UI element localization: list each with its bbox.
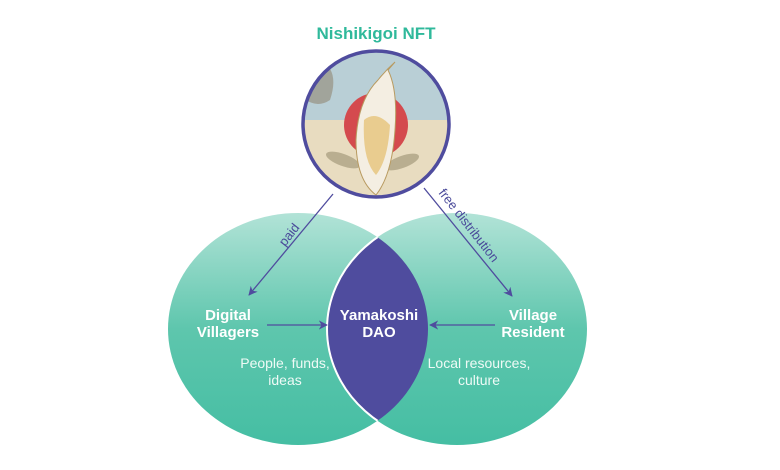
yamakoshi-dao-label-2: DAO [362,324,396,341]
digital-villagers-label-2: Villagers [197,324,259,341]
free-distribution-arrow [423,187,513,297]
diagram-title: Nishikigoi NFT [317,24,437,43]
digital-villagers-desc-1: People, funds, [240,355,330,371]
nishikigoi-nft-image [301,49,451,199]
digital-villagers-label-1: Digital [205,307,251,324]
digital-villagers-desc-2: ideas [268,372,301,388]
village-resident-label-2: Resident [501,324,564,341]
village-resident-desc-2: culture [458,372,500,388]
village-resident-label-1: Village [509,307,557,324]
village-resident-desc-1: Local resources, [428,355,531,371]
yamakoshi-dao-label-1: Yamakoshi [340,307,418,324]
paid-arrow [248,193,334,296]
